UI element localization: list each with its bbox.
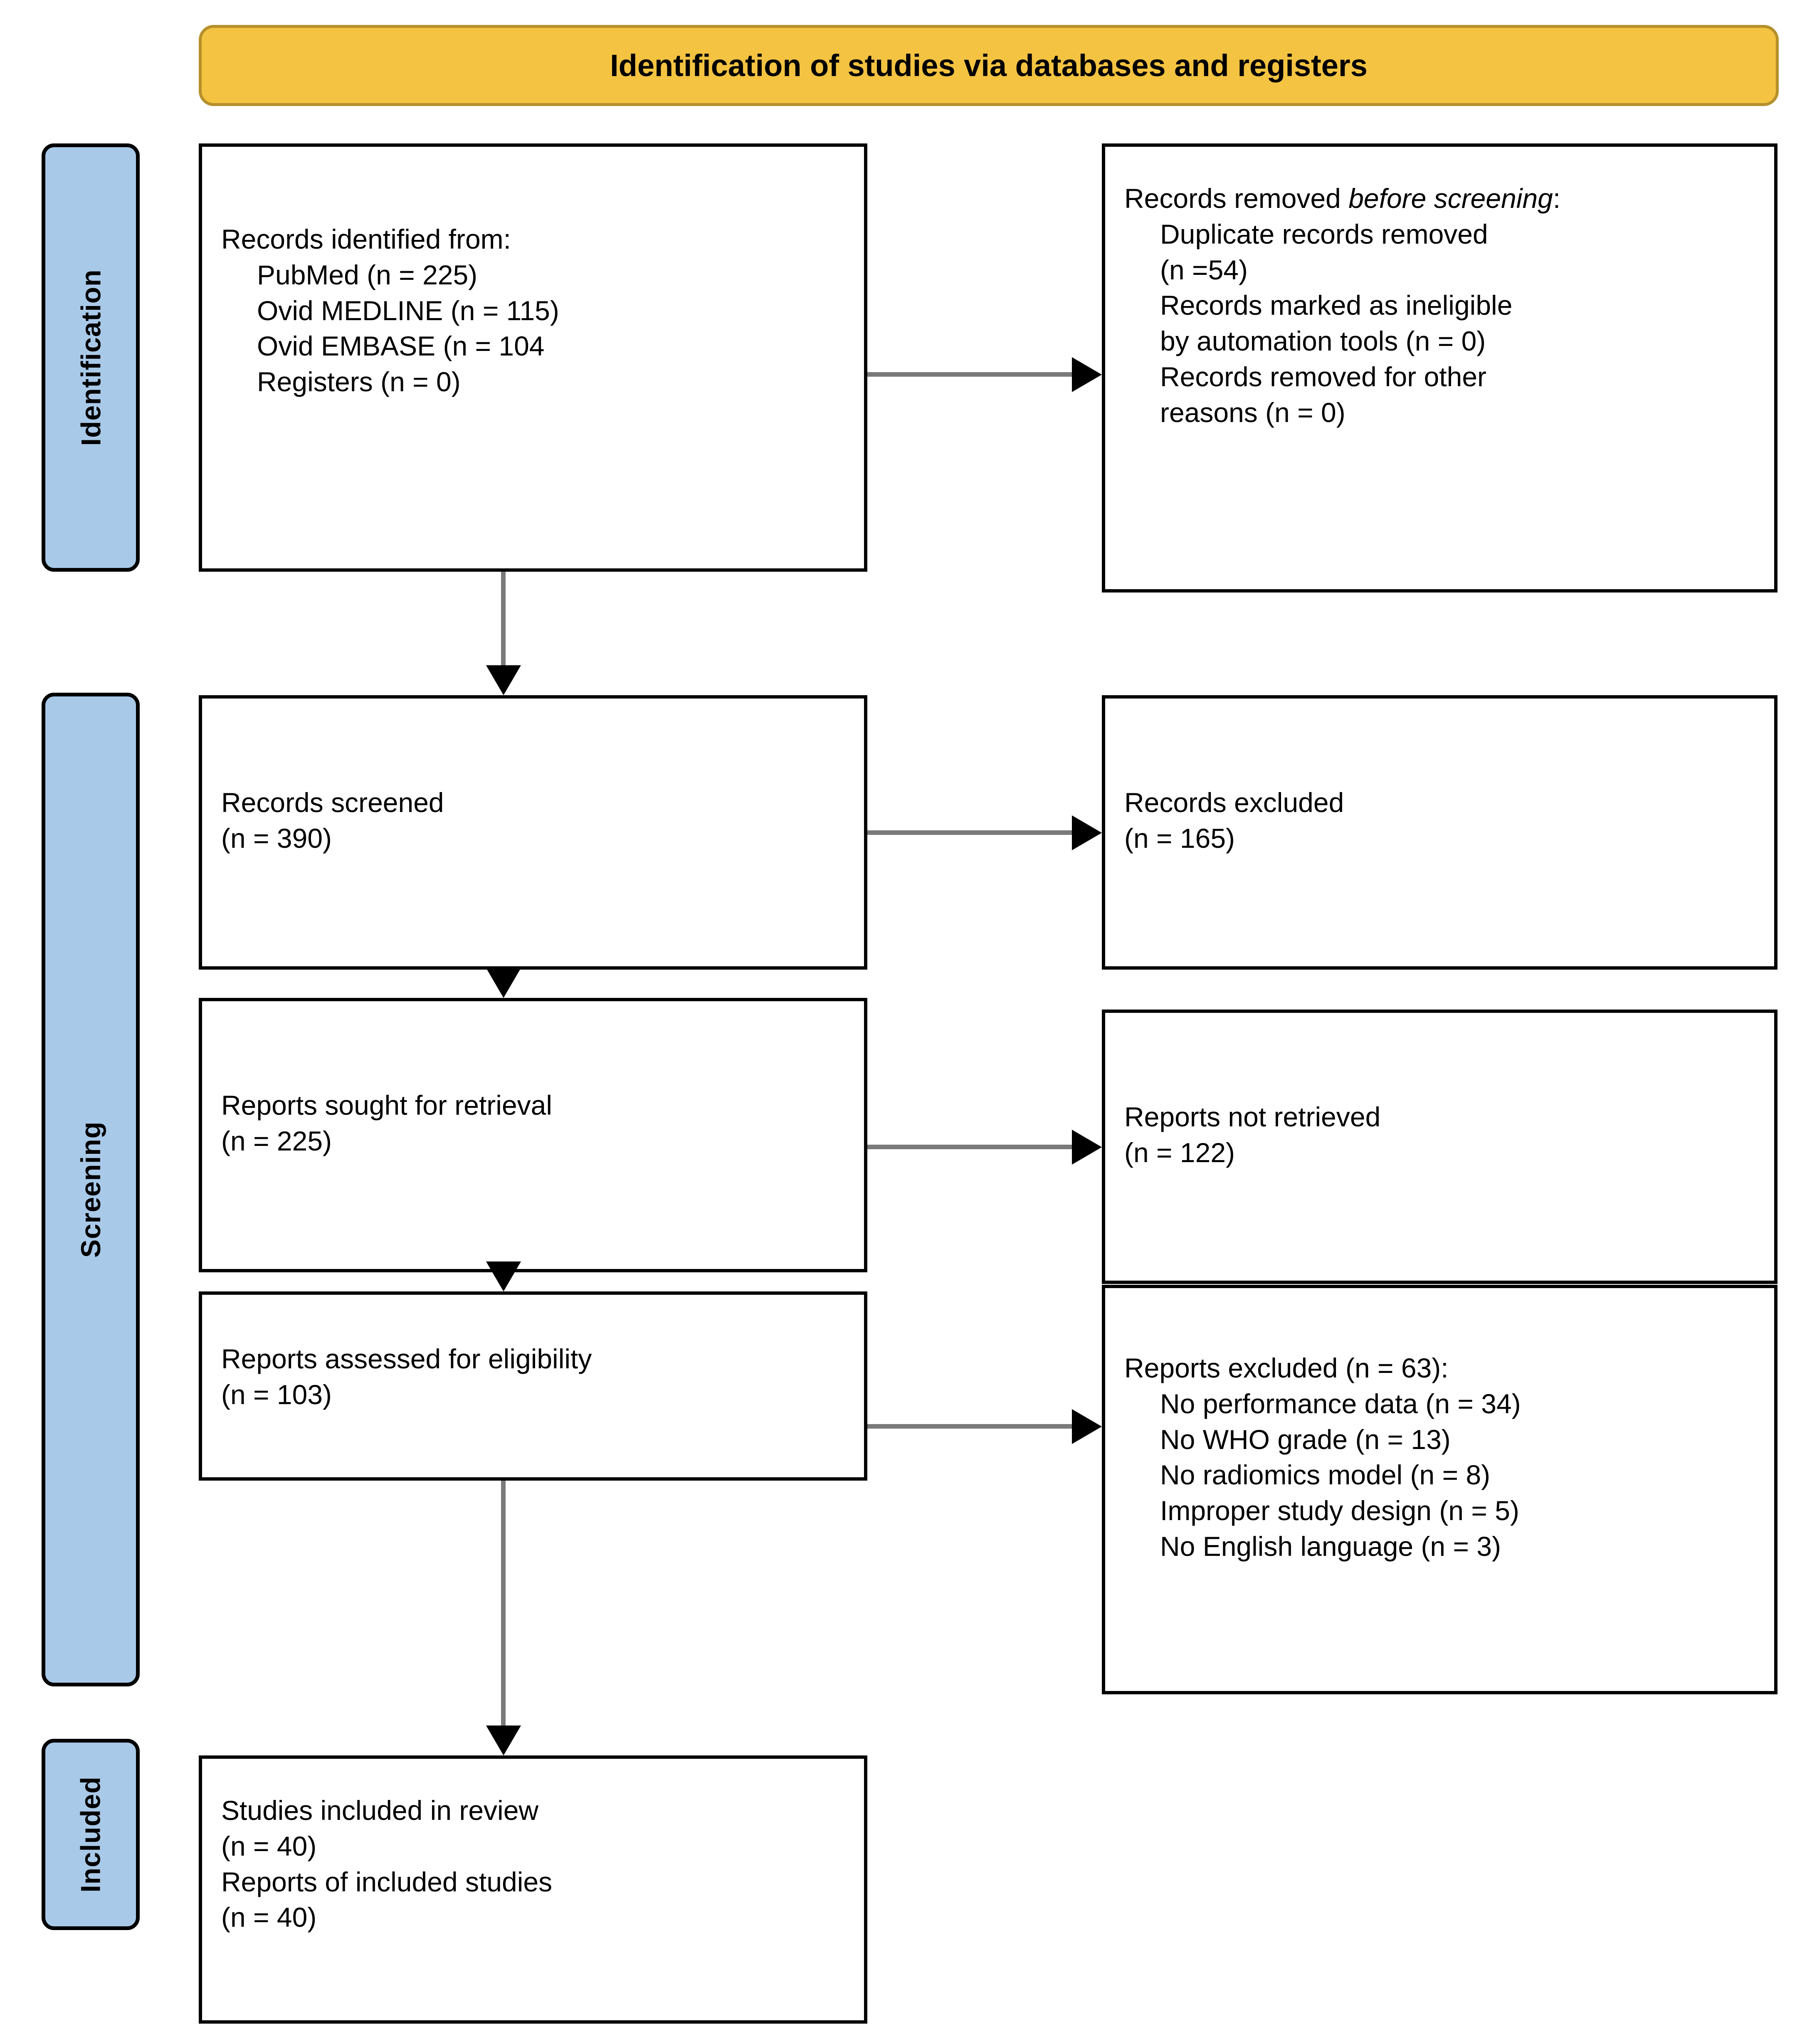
reports-not-retrieved-label: Reports not retrieved	[1124, 1101, 1381, 1132]
arrow-head-right-icon	[1072, 1409, 1102, 1444]
reports-excluded-heading: Reports excluded (n = 63):	[1124, 1353, 1449, 1383]
studies-included-label: Studies included in review	[221, 1795, 539, 1826]
records-identified-item-medline: Ovid MEDLINE (n = 115)	[257, 295, 559, 326]
reports-not-retrieved-count: (n = 122)	[1124, 1137, 1235, 1168]
records-removed-item-duplicate-count: (n =54)	[1160, 254, 1248, 285]
stage-label-included-text: Included	[75, 1776, 106, 1893]
page-title: Identification of studies via databases …	[610, 48, 1368, 83]
records-excluded-label: Records excluded	[1124, 787, 1344, 818]
box-records-screened: Records screened (n = 390)	[199, 695, 867, 970]
stage-label-screening: Screening	[42, 693, 140, 1686]
arrow-stem	[867, 830, 1072, 835]
records-removed-heading-pre: Records removed	[1124, 183, 1349, 214]
records-identified-item-embase: Ovid EMBASE (n = 104	[257, 331, 545, 362]
records-removed-heading: Records removed before screening:	[1124, 181, 1755, 217]
records-removed-item-duplicate: Duplicate records removed	[1160, 218, 1488, 249]
records-screened-count: (n = 390)	[221, 822, 332, 854]
header-banner: Identification of studies via databases …	[199, 25, 1779, 106]
stage-label-identification: Identification	[42, 143, 140, 572]
studies-included-count: (n = 40)	[221, 1830, 317, 1861]
records-excluded-count: (n = 165)	[1124, 822, 1235, 854]
reports-excluded-reason-no-performance-data: No performance data (n = 34)	[1160, 1388, 1521, 1419]
arrow-head-down-icon	[486, 1261, 521, 1291]
arrow-stem	[501, 572, 506, 665]
reports-excluded-reason-no-radiomics-model: No radiomics model (n = 8)	[1160, 1459, 1491, 1491]
arrow-stem	[867, 372, 1072, 377]
stage-label-identification-text: Identification	[75, 269, 106, 446]
arrow-head-right-icon	[1072, 1130, 1102, 1165]
reports-assessed-count: (n = 103)	[221, 1379, 332, 1410]
arrow-head-down-icon	[486, 665, 521, 695]
arrow-stem	[867, 1424, 1072, 1429]
stage-label-screening-text: Screening	[75, 1121, 106, 1258]
box-reports-assessed-for-eligibility: Reports assessed for eligibility (n = 10…	[199, 1291, 867, 1481]
reports-excluded-reason-no-who-grade: No WHO grade (n = 13)	[1160, 1424, 1451, 1455]
reports-sought-count: (n = 225)	[221, 1125, 332, 1156]
arrow-head-right-icon	[1072, 815, 1102, 850]
reports-of-included-studies-label: Reports of included studies	[221, 1866, 553, 1897]
arrow-head-down-icon	[486, 1726, 521, 1755]
box-records-excluded: Records excluded (n = 165)	[1102, 695, 1777, 970]
arrow-stem	[501, 1481, 506, 1726]
box-records-removed-before-screening: Records removed before screening: Duplic…	[1102, 143, 1777, 592]
box-reports-excluded-reasons: Reports excluded (n = 63): No performanc…	[1102, 1285, 1777, 1694]
records-identified-heading: Records identified from:	[221, 224, 511, 254]
records-removed-item-ineligible-count: by automation tools (n = 0)	[1160, 326, 1486, 357]
reports-assessed-label: Reports assessed for eligibility	[221, 1343, 592, 1374]
records-removed-item-other: Records removed for other	[1160, 361, 1487, 392]
reports-sought-label: Reports sought for retrieval	[221, 1090, 553, 1121]
box-records-identified: Records identified from: PubMed (n = 225…	[199, 143, 867, 572]
reports-excluded-reason-improper-study-design: Improper study design (n = 5)	[1160, 1495, 1519, 1526]
reports-of-included-studies-count: (n = 40)	[221, 1902, 317, 1933]
records-removed-heading-italic: before screening	[1348, 183, 1553, 214]
stage-label-included: Included	[42, 1739, 140, 1930]
records-removed-item-ineligible: Records marked as ineligible	[1160, 290, 1513, 321]
records-identified-item-pubmed: PubMed (n = 225)	[257, 259, 478, 290]
box-reports-not-retrieved: Reports not retrieved (n = 122)	[1102, 1010, 1777, 1284]
box-studies-included: Studies included in review (n = 40) Repo…	[199, 1755, 867, 2024]
records-removed-heading-post: :	[1553, 183, 1561, 214]
arrow-stem	[867, 1145, 1072, 1149]
records-identified-item-registers: Registers (n = 0)	[257, 366, 461, 397]
reports-excluded-reason-no-english-language: No English language (n = 3)	[1160, 1531, 1501, 1562]
box-reports-sought-for-retrieval: Reports sought for retrieval (n = 225)	[199, 998, 867, 1272]
records-removed-item-other-count: reasons (n = 0)	[1160, 397, 1345, 428]
arrow-head-right-icon	[1072, 357, 1102, 392]
arrow-head-down-icon	[486, 968, 521, 998]
records-screened-label: Records screened	[221, 787, 444, 818]
